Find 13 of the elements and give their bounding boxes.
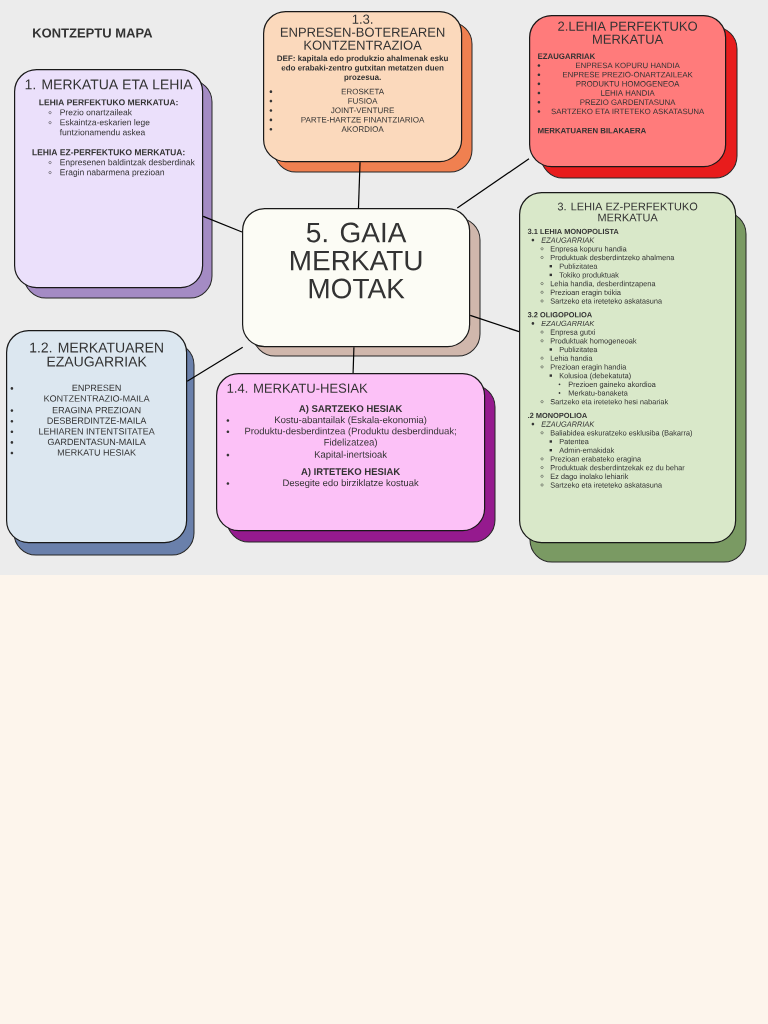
concept-box: 1.3. ENPRESEN-BOTEREAREN KONTZENTRAZIOA DEF: kapitala edo produkzio ahalmenak esku edo erabaki-zentro gutxitan metatzen duen prozesua. EROSKETA FUSIOA JOINT-VENTURE PARTE-HARTZE FINANTZIARIOA AKORDIOA xyxy=(263,11,473,173)
connector-line xyxy=(357,161,361,209)
topic-box: 5. GAIA MERKATU MOTAK xyxy=(242,208,481,357)
concept-box: 1.2. MERKATUAREN EZAUGARRIAK ENPRESEN KONTZENTRAZIO-MAILA ERAGINA PREZIOAN DESBERDINTZE-MAILA LEHIAREN INTENTSITATEA GARDENTASUN-MAILA MERKATU HESIAK xyxy=(6,330,195,556)
map-title: KONTZEPTU MAPA xyxy=(33,28,153,38)
concept-box: 1. MERKATUA ETA LEHIA LEHIA PERFEKTUKO MERKATUA: Prezio onartzaileak Eskaintza-eskarien lege funtzionamendu askea LEHIA EZ-PERFEKTUKO MERKATUA: Enpresenen baldintzak desberdinak Eragin nabarmena prezioan xyxy=(14,69,213,299)
node-label: 3. LEHIA EZ-PERFEKTUKO xyxy=(557,202,698,211)
connector-line xyxy=(456,158,530,209)
concept-box: 1.4. MERKATU-HESIAK A) SARTZEKO HESIAK Kostu-abantailak (Eskala-ekonomia) Produktu-desberdintzea (Produktu desberdinduak; Fidelizatzea) Kapital-inertsioak A) IRTETEKO HESIAK Desegite edo birziklatze kostuak xyxy=(216,373,496,543)
connector-line xyxy=(202,215,243,233)
connector-line xyxy=(186,346,244,382)
connector-line xyxy=(352,346,355,374)
connector-line xyxy=(469,314,520,333)
